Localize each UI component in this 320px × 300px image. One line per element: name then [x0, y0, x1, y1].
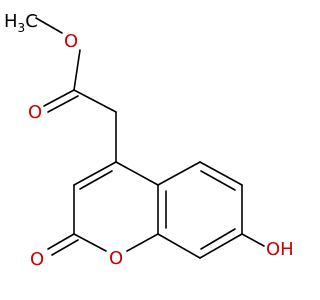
bond-carbonyl-double-b: [47, 95, 79, 113]
bond-c4a-c5: [157, 161, 201, 186]
bond-lactone-double-b: [51, 239, 79, 256]
structure-diagram: H3C O O O O OH: [4, 11, 294, 270]
bond-c7-oh: [241, 233, 265, 247]
bond-c4-c3-inner: [79, 170, 113, 190]
ester-oxygen-label: O: [64, 31, 78, 52]
bond-oester-carbonylc: [73, 49, 81, 91]
bond-c7-c8-inner: [200, 228, 236, 250]
bond-c4-c3: [73, 161, 117, 186]
bond-c8-c8a: [157, 233, 201, 259]
carbonyl-oxygen-label: O: [28, 102, 42, 123]
methyl-label: H3C: [4, 11, 38, 35]
bond-c4a-c4: [115, 161, 159, 186]
bond-lactone-double-a: [47, 233, 75, 250]
bond-ring-o-c8a: [126, 233, 159, 252]
bond-c5-c6-inner: [200, 170, 236, 191]
ring-oxygen-label: O: [109, 248, 123, 269]
lactone-carbonyl-oxygen-label: O: [30, 249, 44, 270]
bond-methyl-oester: [35, 17, 63, 34]
bond-c5-c6: [199, 161, 243, 186]
bond-carbonylc-ch2: [73, 89, 117, 113]
bond-carbonyl-double-a: [43, 89, 75, 107]
hydroxyl-label: OH: [266, 239, 294, 260]
bond-c7-c8: [199, 233, 243, 259]
bond-c2-ring-o: [73, 233, 107, 252]
